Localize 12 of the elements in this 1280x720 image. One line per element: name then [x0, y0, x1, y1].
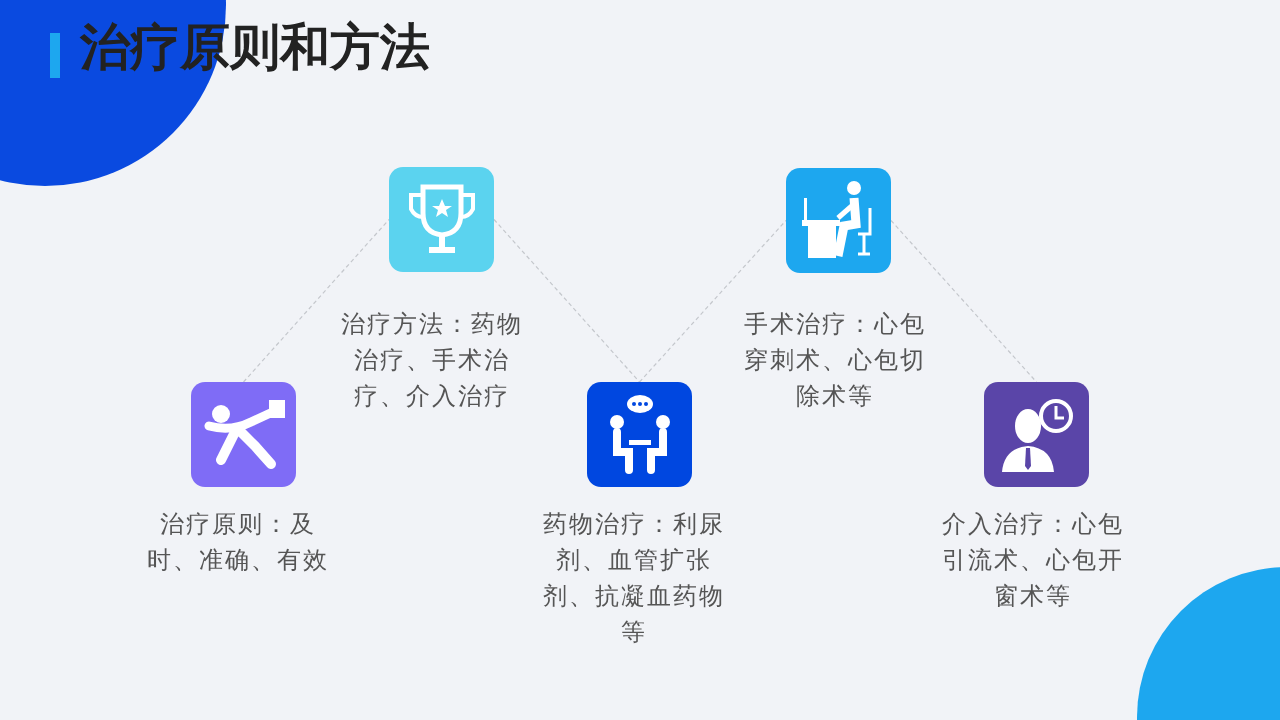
- connector-line: [890, 219, 1038, 383]
- description-text: 治疗原则：及时、准确、有效: [146, 509, 330, 576]
- connector-line: [493, 218, 641, 383]
- icon-tile: [786, 168, 891, 273]
- icon-tile: [191, 382, 296, 487]
- icon-tile: [587, 382, 692, 487]
- icon-tile: [984, 382, 1089, 487]
- description-text: 药物治疗：利尿剂、血管扩张剂、抗凝血药物等: [542, 509, 726, 648]
- description-text: 手术治疗：心包穿刺术、心包切除术等: [743, 309, 927, 412]
- icon-tile: [389, 167, 494, 272]
- description-text: 治疗方法：药物治疗、手术治疗、介入治疗: [340, 309, 524, 412]
- description-text: 介入治疗：心包引流术、心包开窗术等: [941, 509, 1125, 612]
